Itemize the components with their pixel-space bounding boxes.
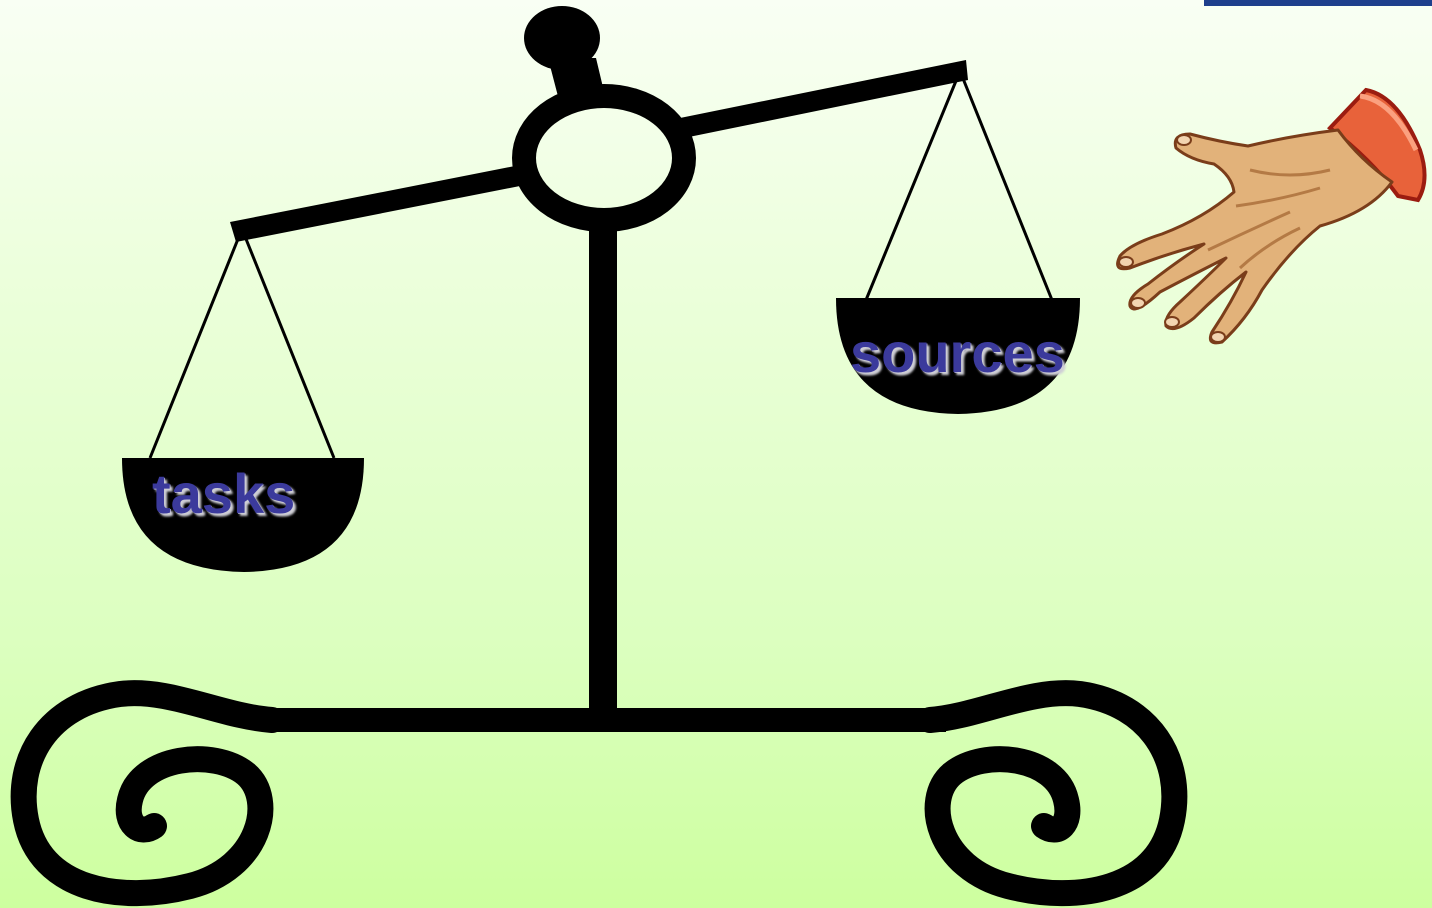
corner-accent-bar xyxy=(1204,0,1432,6)
left-pan xyxy=(122,458,364,572)
hand-icon xyxy=(1116,87,1427,345)
right-pan xyxy=(836,298,1080,414)
scale-post xyxy=(589,222,617,720)
left-pan-label: tasks xyxy=(152,462,296,525)
scale-base xyxy=(10,680,1188,907)
scale-beam xyxy=(230,60,968,242)
right-pan-strings xyxy=(864,75,1054,301)
right-pan-label: sources xyxy=(850,321,1065,384)
scale-pivot-ring xyxy=(512,84,696,232)
left-pan-strings xyxy=(148,233,336,459)
